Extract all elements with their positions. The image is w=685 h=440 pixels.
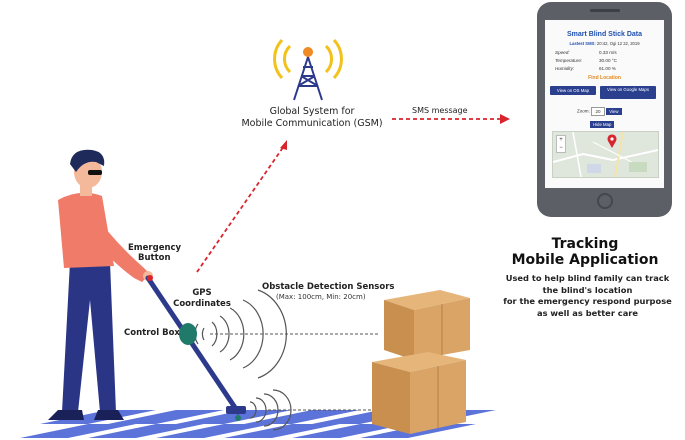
tracking-desc-line4: as well as better care <box>536 307 639 318</box>
emergency-button-label: Emergency Button <box>128 243 198 263</box>
hide-map-button[interactable]: Hide Map <box>590 121 615 128</box>
map-tiles <box>553 132 658 177</box>
control-box-label: Control Box <box>124 328 180 338</box>
tracking-description: Used to help blind family can track the … <box>490 273 685 319</box>
sms-label: SMS message <box>412 106 468 115</box>
gps-label-line2: Coordinates <box>173 299 231 309</box>
view-google-maps-button[interactable]: View on Google Maps <box>600 86 656 99</box>
speed-label: Speed: <box>555 50 570 55</box>
cardboard-boxes <box>372 290 470 434</box>
map-pin-icon <box>607 134 617 148</box>
gps-label: GPS Coordinates <box>170 288 234 310</box>
gsm-label: Global System for Mobile Communication (… <box>232 106 392 130</box>
zoom-view-button[interactable]: View <box>606 108 622 115</box>
obstacle-subtitle: (Max: 100cm, Min: 20cm) <box>276 293 366 301</box>
zoom-label: Zoom: <box>577 108 590 114</box>
phone-home-button <box>597 193 613 209</box>
temperature-label: Temperature: <box>555 58 583 63</box>
tracking-desc-line1: Used to help blind family can track <box>505 273 670 283</box>
phone-screen: Smart Blind Stick Data Lastest SMS: 20:4… <box>545 20 664 188</box>
last-sms-label: Lastest SMS: <box>569 41 596 46</box>
tracking-title-line1: Tracking <box>551 236 619 252</box>
humidity-row: Humidity: 61.00 % <box>555 66 655 71</box>
app-last-sms: Lastest SMS: 20:42, Ogi 12 22, 2019 <box>545 41 664 46</box>
map-view[interactable]: + − <box>552 131 659 178</box>
tracking-desc-line2: the blind's location <box>542 284 633 295</box>
tracking-title: Tracking Mobile Application <box>500 236 670 268</box>
smart-stick <box>145 275 246 421</box>
gps-arrow <box>196 140 287 273</box>
gsm-label-line2: Mobile Communication (GSM) <box>241 118 383 129</box>
temperature-row: Temperature: 30.00 °C <box>555 58 655 63</box>
tracking-title-line2: Mobile Application <box>511 252 659 268</box>
last-sms-time: 20:42, Ogi 12 22, 2019 <box>596 41 640 46</box>
emergency-label-line2: Button <box>138 253 171 263</box>
emergency-label-line1: Emergency <box>128 243 182 253</box>
obstacle-title: Obstacle Detection Sensors <box>262 282 395 292</box>
sensor-waves-lower-icon <box>249 389 292 431</box>
view-os-map-button[interactable]: View on OS Map <box>550 86 596 95</box>
humidity-label: Humidity: <box>555 66 575 71</box>
map-zoom-in-button[interactable]: + <box>559 137 563 143</box>
speed-value: 0.33 m/s <box>599 50 617 55</box>
speed-row: Speed: 0.33 m/s <box>555 50 655 55</box>
temperature-value: 30.00 °C <box>599 58 617 63</box>
map-zoom-controls: + − <box>556 135 566 153</box>
phone-speaker <box>590 9 620 12</box>
humidity-value: 61.00 % <box>599 66 616 71</box>
gsm-label-line1: Global System for <box>269 106 355 117</box>
tracking-desc-line3: for the emergency respond purpose <box>503 296 672 306</box>
zoom-control: Zoom: 20 View <box>577 107 622 116</box>
sms-arrow <box>392 114 510 124</box>
zoom-input[interactable]: 20 <box>591 107 606 116</box>
control-box-icon <box>179 323 197 345</box>
gsm-tower-icon <box>273 38 343 101</box>
find-location-label: Find Location <box>588 75 621 81</box>
emergency-button-icon <box>147 275 153 281</box>
map-zoom-out-button[interactable]: − <box>559 145 563 151</box>
app-title: Smart Blind Stick Data <box>566 31 643 38</box>
gps-label-line1: GPS <box>192 288 212 298</box>
blind-person <box>48 149 153 420</box>
